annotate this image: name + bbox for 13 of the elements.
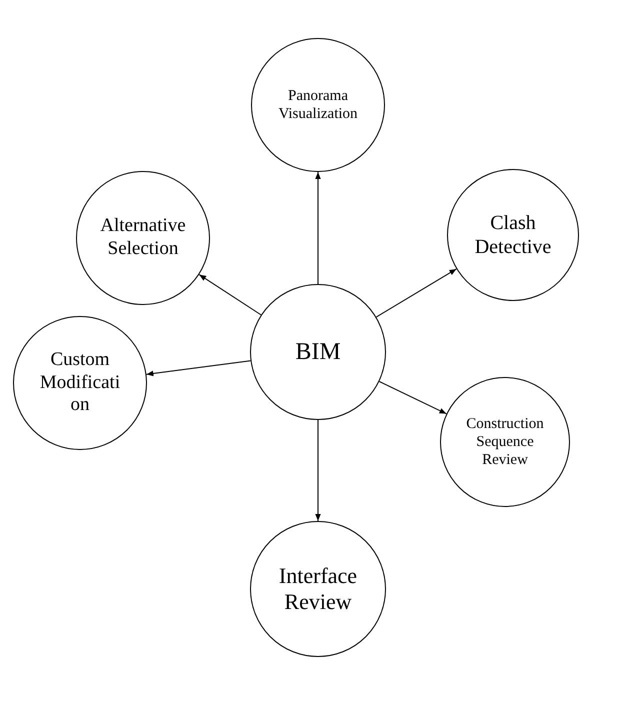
node-label: Clash Detective bbox=[474, 211, 552, 259]
node-label: Interface Review bbox=[278, 562, 358, 616]
arrow bbox=[378, 381, 447, 414]
arrow bbox=[146, 360, 252, 376]
node-label: BIM bbox=[294, 338, 342, 366]
node-label: Alternative Selection bbox=[99, 215, 187, 261]
node-label: Custom Modificati on bbox=[38, 348, 122, 418]
arrow bbox=[376, 268, 457, 318]
arrow bbox=[198, 274, 262, 316]
arrow bbox=[315, 420, 321, 522]
node-label: Panorama Visualization bbox=[277, 87, 359, 123]
node-label: Construction Sequence Review bbox=[465, 415, 545, 469]
arrow bbox=[315, 172, 321, 284]
